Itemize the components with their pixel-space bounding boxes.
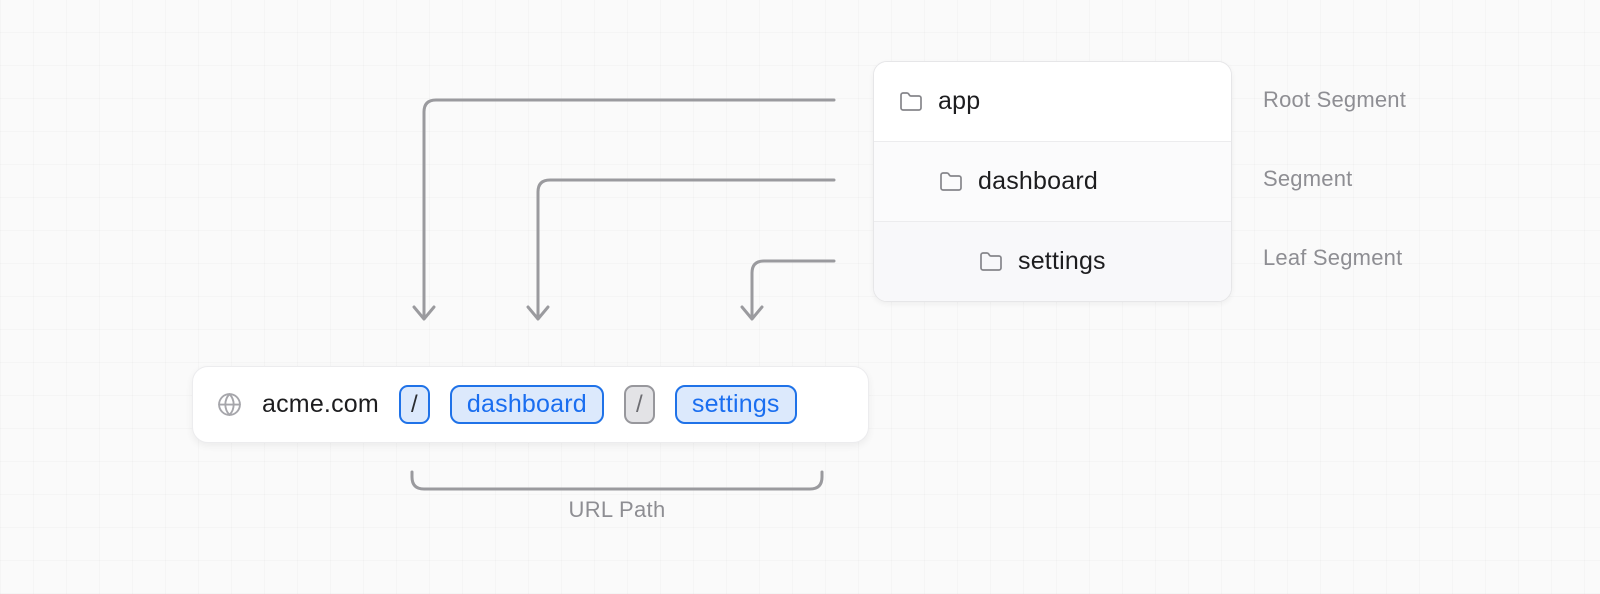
url-segment-dashboard: dashboard [449, 385, 604, 424]
url-path-label: URL Path [568, 497, 666, 522]
annotation-root-segment: Root Segment [1263, 87, 1407, 112]
arrow-root-segment [412, 98, 836, 321]
url-segment-settings: settings [674, 385, 797, 424]
folder-icon [899, 90, 923, 114]
tree-row-label: app [938, 87, 981, 115]
folder-icon [979, 250, 1003, 274]
folder-icon [939, 170, 963, 194]
tree-row-label: dashboard [978, 167, 1098, 195]
url-segment-slash-2: / [623, 385, 655, 424]
globe-icon [217, 392, 242, 417]
url-domain: acme.com [262, 390, 379, 418]
url-bar: acme.com / dashboard / settings [192, 366, 869, 443]
url-segment-slash-1: / [398, 385, 430, 424]
folder-tree-panel: app dashboard settings [873, 61, 1232, 302]
annotation-leaf-segment: Leaf Segment [1263, 245, 1403, 270]
annotation-segment: Segment [1263, 166, 1353, 191]
tree-row-app: app [874, 62, 1231, 141]
tree-row-label: settings [1018, 247, 1106, 275]
url-path-bracket [410, 470, 824, 491]
arrow-leaf-segment [740, 259, 836, 321]
arrow-segment [526, 178, 836, 321]
tree-row-dashboard: dashboard [874, 141, 1231, 221]
tree-row-settings: settings [874, 221, 1231, 301]
